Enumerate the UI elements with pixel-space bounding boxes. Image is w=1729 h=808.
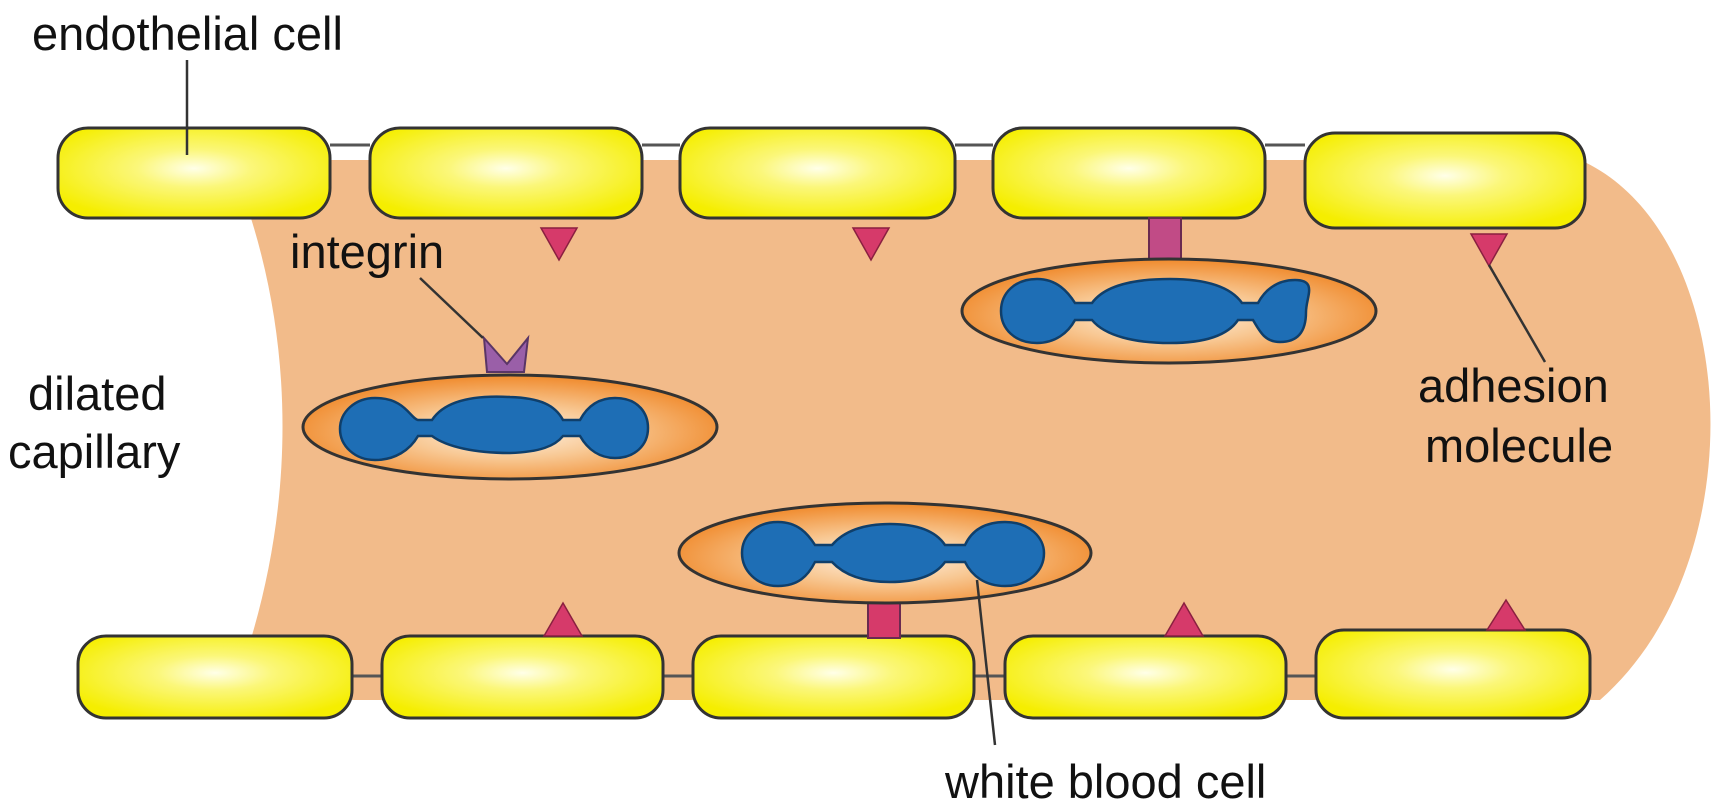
label-adhesion-molecule-line2: molecule (1425, 419, 1613, 472)
endothelial-cell (1005, 636, 1286, 718)
endothelial-cell (370, 128, 642, 218)
endothelial-cell (693, 636, 974, 718)
white-blood-cell (303, 375, 717, 479)
endothelial-cell (993, 128, 1265, 218)
bound-adhesion-molecule (868, 600, 900, 638)
nucleus (742, 522, 1044, 586)
endothelial-cell (680, 128, 955, 218)
endothelial-cell (1316, 630, 1590, 718)
bound-adhesion-molecule (1149, 218, 1181, 260)
label-adhesion-molecule-line1: adhesion (1418, 359, 1609, 412)
label-white-blood-cell: white blood cell (944, 755, 1266, 808)
endothelial-cell (1305, 133, 1585, 228)
label-endothelial-cell: endothelial cell (32, 7, 343, 60)
label-integrin: integrin (290, 225, 444, 278)
white-blood-cell (962, 259, 1376, 363)
endothelial-cell (78, 636, 352, 718)
label-dilated-capillary-line2: capillary (8, 425, 181, 478)
label-dilated-capillary-line1: dilated (28, 367, 167, 420)
nucleus (340, 397, 648, 460)
endothelial-cells-top (58, 128, 1585, 228)
endothelial-cell (382, 636, 663, 718)
white-blood-cell (679, 503, 1091, 603)
endothelial-cell (58, 128, 330, 218)
endothelial-cells-bottom (78, 630, 1590, 718)
